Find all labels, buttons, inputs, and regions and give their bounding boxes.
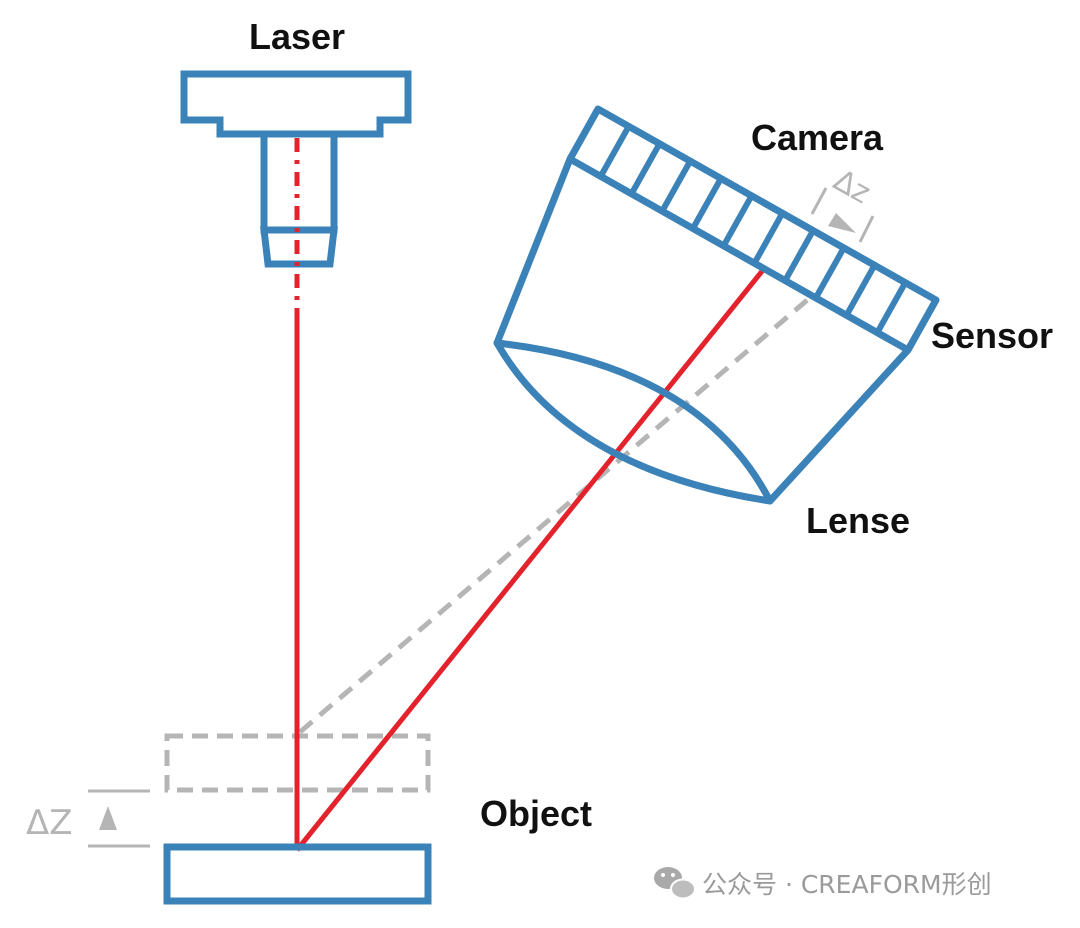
camera-body bbox=[493, 157, 911, 504]
sensor-pixels bbox=[598, 124, 908, 335]
laser-nozzle bbox=[260, 226, 338, 268]
wechat-icon bbox=[654, 867, 696, 900]
watermark-text: 公众号 · CREAFORM形创 bbox=[702, 870, 992, 899]
camera-label: Camera bbox=[751, 117, 884, 158]
delta-z-marker bbox=[88, 789, 150, 848]
camera bbox=[493, 105, 940, 505]
lense-label: Lense bbox=[806, 500, 910, 541]
camera-lens bbox=[493, 339, 774, 505]
shifted-ray bbox=[298, 294, 814, 734]
delta-z-sensor-label: Δz bbox=[827, 163, 876, 211]
delta-z-sensor-tick bbox=[810, 187, 828, 215]
laser-emitter bbox=[180, 70, 412, 268]
delta-z-sensor-marker bbox=[810, 187, 875, 243]
laser-head bbox=[180, 70, 412, 138]
delta-z-sensor-tick-2 bbox=[858, 215, 875, 243]
delta-z-sensor-arrow-icon bbox=[828, 213, 856, 233]
delta-z-object-label: ΔZ bbox=[26, 803, 73, 843]
reflected-beam bbox=[295, 268, 765, 852]
delta-z-arrow-icon bbox=[99, 806, 117, 830]
watermark: 公众号 · CREAFORM形创 bbox=[654, 867, 992, 900]
object-block bbox=[163, 843, 432, 905]
object-label: Object bbox=[480, 793, 592, 834]
sensor-label: Sensor bbox=[931, 315, 1053, 356]
laser-label: Laser bbox=[249, 16, 345, 57]
